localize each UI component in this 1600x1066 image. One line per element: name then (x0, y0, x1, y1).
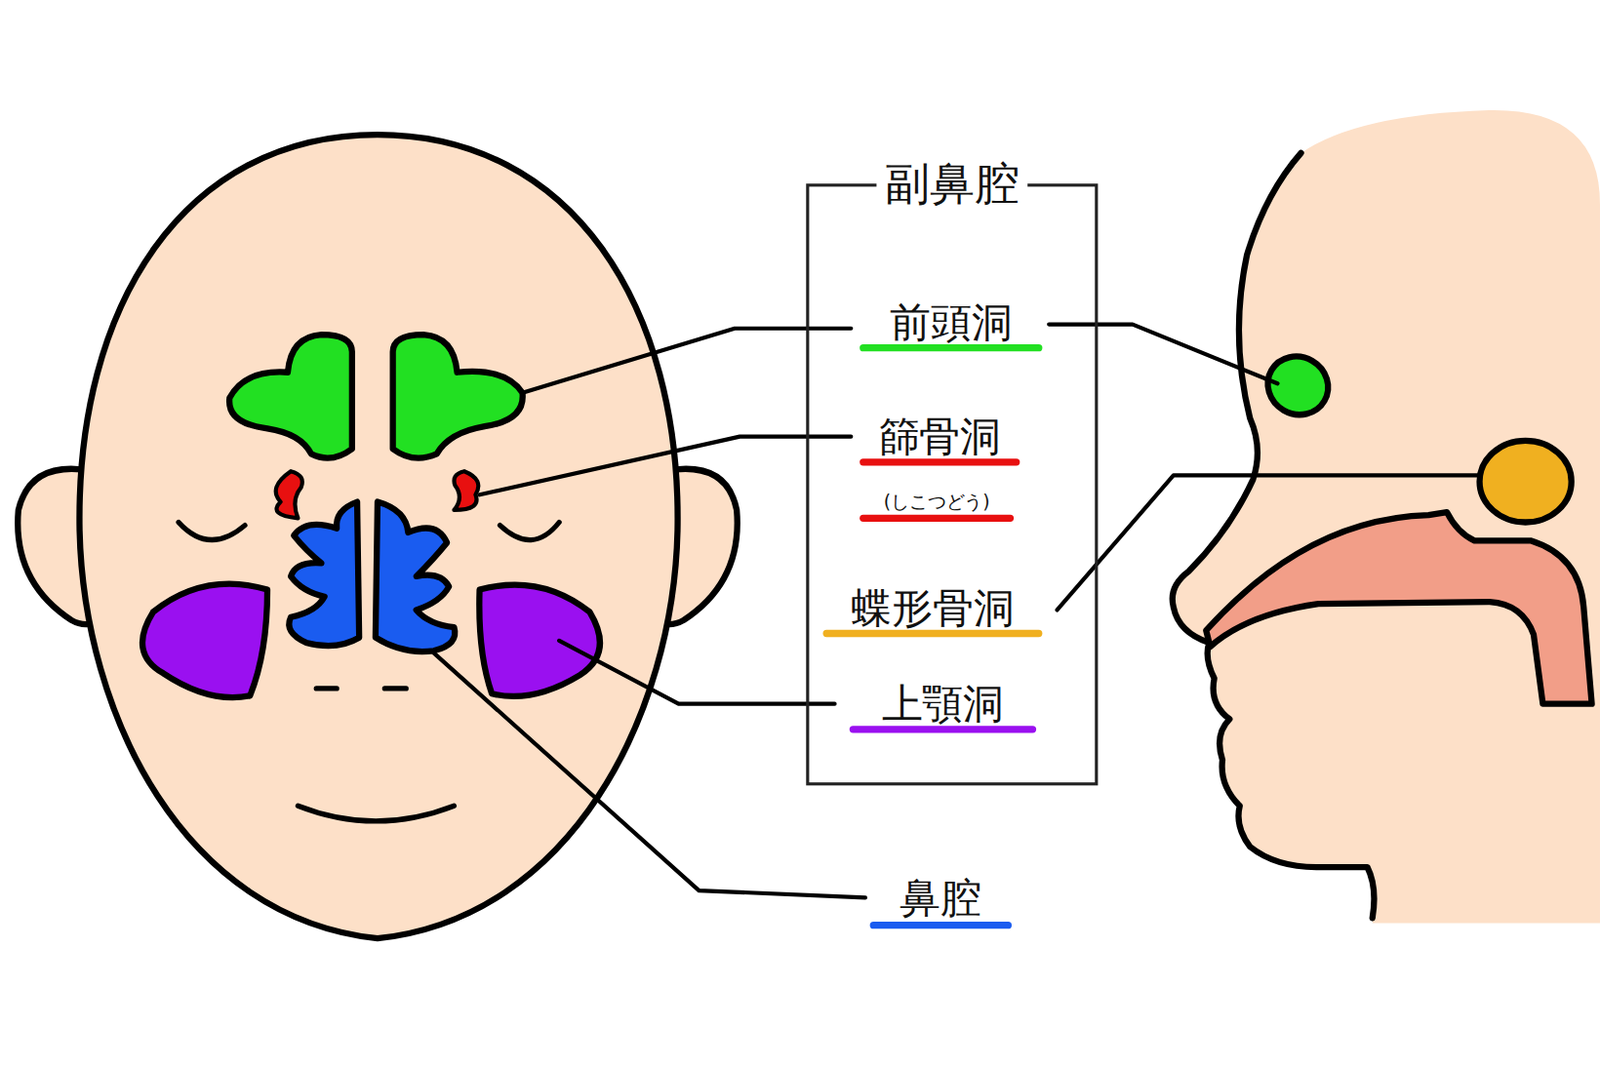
ethmoid-sinus (453, 471, 479, 511)
maxillary-sinus (479, 585, 600, 697)
nasal-cavity (375, 502, 455, 652)
sinus-label: 篩骨洞 (879, 414, 1002, 460)
label-underline (826, 630, 1040, 638)
label-underline (873, 921, 1008, 929)
ethmoid-sinus (276, 471, 303, 519)
mouth (297, 805, 454, 822)
sinus-label: 蝶形骨洞 (850, 585, 1014, 631)
cavity-label: 鼻腔 (899, 875, 982, 920)
maxillary-sinus (142, 584, 268, 698)
leader-line (480, 437, 852, 496)
group-title: 副鼻腔 (876, 159, 1028, 209)
leader-line (1057, 475, 1480, 610)
leader-line (522, 328, 852, 394)
sinus-label: 上顎洞 (881, 681, 1005, 727)
leader-line (1048, 324, 1278, 385)
frontal-sinus (393, 334, 523, 459)
reading-label: (しこつどう) (883, 491, 991, 513)
closed-eye (178, 522, 245, 541)
nasal-passage-profile (1205, 512, 1592, 705)
face-outline (79, 134, 678, 939)
label-underline (863, 515, 1011, 522)
label-underline (852, 725, 1033, 733)
frontal-sinus-profile (1257, 345, 1340, 426)
label-underline (863, 344, 1040, 352)
label-underline (863, 458, 1017, 466)
frontal-sinus (229, 334, 353, 459)
profile-skin (1172, 110, 1600, 924)
sinus-label: 前頭洞 (889, 299, 1013, 345)
nostril (316, 685, 406, 691)
nasal-cavity (288, 502, 360, 647)
sphenoid-sinus-profile (1480, 440, 1572, 523)
closed-eye (499, 522, 560, 541)
leader-line (434, 652, 866, 898)
leader-line (559, 640, 835, 705)
